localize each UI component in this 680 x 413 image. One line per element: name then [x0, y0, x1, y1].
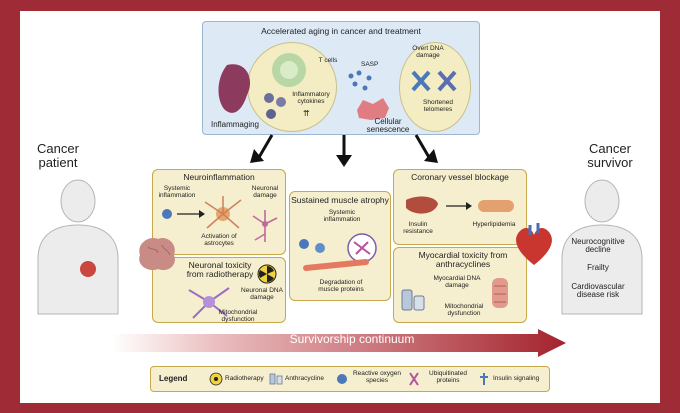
t-cell-icon: [272, 53, 306, 87]
neuronal-dna-damage-label: Neuronal DNA damage: [241, 287, 283, 301]
neuronal-toxicity-title: Neuronal toxicity from radiotherapy: [186, 260, 254, 279]
legend-ubiquitin: Ubiquitinated proteins: [429, 370, 467, 384]
survivorship-label: Survivorship continuum: [289, 332, 415, 346]
outcome-cardiovascular: Cardiovascular disease risk: [571, 282, 625, 300]
tumor-icon: [80, 261, 96, 277]
coronary-box: Coronary vessel blockage Insulin resista…: [393, 169, 527, 245]
liver-vessel-icon: [406, 196, 514, 214]
neuro-systemic-label: Systemic inflammation: [158, 185, 196, 199]
muscle-systemic-label: Systemic inflammation: [323, 209, 361, 223]
muscle-ros-icon: [299, 233, 377, 271]
heart-icon: [516, 223, 552, 265]
accelerated-aging-panel: Accelerated aging in cancer and treatmen…: [202, 21, 480, 135]
cellular-senescence-label: Cellular senescence: [366, 117, 410, 135]
legend-insulin-icon: [480, 373, 488, 385]
myocardial-title: Myocardial toxicity from anthracyclines: [418, 250, 508, 269]
legend-insulin: Insulin signaling: [493, 375, 540, 382]
overt-dna-damage-label: Overt DNA damage: [412, 45, 444, 59]
muscle-atrophy-box: Sustained muscle atrophy Systemic inflam…: [289, 191, 391, 301]
myocardial-dna-label: Myocardial DNA damage: [433, 275, 481, 289]
legend: Legend Radiotherapy Anthracycline Reacti…: [150, 366, 550, 392]
muscle-degradation-label: Degradation of muscle proteins: [318, 279, 364, 293]
myocardial-mito-label: Mitochondrial dysfunction: [444, 303, 484, 317]
cytokine-to-astrocyte-arrow: [162, 209, 205, 219]
legend-anthracycline-icon: [269, 373, 283, 385]
legend-radiotherapy: Radiotherapy: [225, 375, 264, 382]
sasp-icon: [348, 70, 372, 91]
neuronal-mito-label: Mitochondrial dysfunction: [218, 309, 258, 323]
t-cells-label: T cells: [318, 57, 338, 64]
chromosome-icon: [411, 70, 457, 92]
coronary-title: Coronary vessel blockage: [411, 172, 509, 182]
insulin-resistance-label: Insulin resistance: [403, 221, 433, 235]
cytokine-increase-icon: ⇈: [303, 109, 310, 118]
top-arrows: [250, 134, 438, 167]
legend-ros: Reactive oxygen species: [352, 370, 402, 384]
outcome-neurocognitive: Neurocognitive decline: [571, 237, 625, 255]
accelerated-aging-title: Accelerated aging in cancer and treatmen…: [261, 26, 421, 36]
shortened-telomeres-label: Shortened telomeres: [423, 99, 453, 113]
neuroinflammation-box: Neuroinflammation Systemic inflammation …: [152, 169, 286, 255]
cardiomyocyte-icon: [492, 278, 508, 308]
inflammaging-label: Inflammaging: [210, 120, 260, 129]
muscle-atrophy-title: Sustained muscle atrophy: [291, 195, 389, 205]
legend-radiotherapy-icon: [209, 372, 223, 386]
senescent-cell-icon: [357, 98, 389, 120]
neuroinflammation-title: Neuroinflammation: [183, 172, 255, 182]
hyperlipidemia-label: Hyperlipidemia: [472, 221, 516, 228]
figure-canvas: Accelerated aging in cancer and treatmen…: [20, 11, 660, 403]
cytokines-label: Inflammatory cytokines: [292, 91, 330, 105]
dna-damage-circle: [399, 42, 471, 132]
survivorship-arrow: [112, 329, 566, 357]
sasp-label: SASP: [361, 61, 379, 68]
astrocyte-icon: [204, 196, 242, 229]
patient-figure: [37, 179, 119, 315]
cancer-patient-label: Cancer patient: [37, 141, 79, 170]
legend-anthracycline: Anthracycline: [285, 375, 325, 382]
outcome-frailty: Frailty: [587, 263, 609, 272]
survivor-figure: [561, 179, 643, 315]
damaged-neuron-icon: [188, 287, 230, 319]
astrocyte-activation-label: Activation of astrocytes: [201, 233, 237, 247]
neuronal-damage-label: Neuronal damage: [251, 185, 279, 199]
spleen-icon: [218, 64, 251, 113]
radiotherapy-icon: [257, 264, 277, 284]
cytokine-icon: [264, 93, 286, 119]
neuronal-toxicity-box: Neuronal toxicity from radiotherapy Neur…: [152, 257, 286, 323]
brain-icon: [139, 237, 175, 271]
neuron-icon: [252, 210, 278, 242]
legend-ros-icon: [337, 374, 347, 384]
anthracycline-icon: [401, 289, 425, 311]
legend-ubiquitin-icon: [409, 372, 419, 386]
myocardial-box: Myocardial toxicity from anthracyclines …: [393, 247, 527, 323]
cancer-survivor-label: Cancer survivor: [587, 141, 633, 170]
legend-title: Legend: [159, 374, 188, 383]
